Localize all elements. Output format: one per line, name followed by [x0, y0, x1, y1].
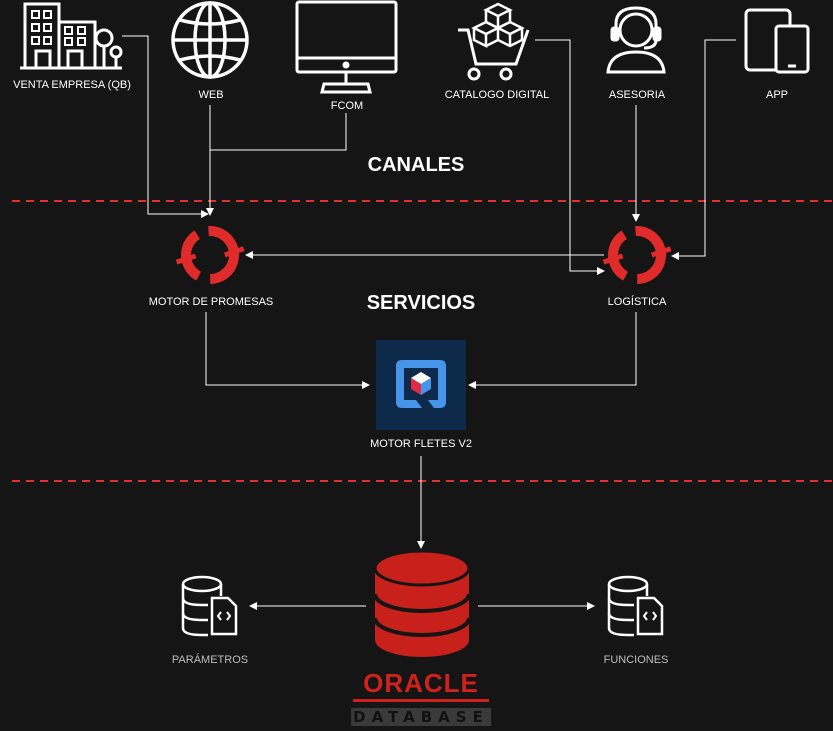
database-file-icon — [181, 575, 238, 637]
connectors — [122, 35, 736, 610]
oracle-logo-text: ORACLE — [363, 668, 479, 698]
label-venta-empresa: VENTA EMPRESA (QB) — [13, 79, 131, 91]
edge-catalogo-to-logistica — [535, 39, 605, 275]
label-funciones: FUNCIONES — [603, 654, 669, 666]
section-servicios: SERVICIOS — [366, 292, 476, 314]
shopping-cart-icon — [458, 2, 530, 81]
label-logistica: LOGÍSTICA — [607, 296, 667, 308]
openshift-icon — [175, 226, 245, 284]
label-parametros: PARÁMETROS — [171, 654, 249, 666]
headset-icon — [606, 6, 666, 74]
edge-promesas-to-fletes — [205, 312, 370, 389]
oracle-database-text: DATABASE — [351, 708, 491, 726]
globe-icon — [171, 1, 249, 79]
label-fcom: FCOM — [330, 100, 364, 112]
edge-venta-to-promesas — [122, 35, 209, 218]
label-asesoria: ASESORIA — [608, 89, 666, 101]
database-icon — [373, 549, 471, 657]
label-catalogo-digital: CATALOGO DIGITAL — [444, 89, 550, 101]
database-file-icon — [607, 575, 664, 637]
devices-icon — [744, 8, 810, 74]
monitor-icon — [295, 0, 398, 94]
label-motor-promesas: MOTOR DE PROMESAS — [148, 296, 274, 308]
edge-logistica-to-fletes — [468, 312, 637, 389]
label-app: APP — [765, 89, 789, 101]
oracle-logo-bar — [353, 699, 489, 702]
label-motor-fletes: MOTOR FLETES V2 — [370, 438, 472, 450]
quarkus-icon — [376, 340, 466, 430]
section-canales: CANALES — [367, 154, 465, 176]
edge-fcom-to-web — [210, 113, 347, 151]
edge-app-to-logistica — [671, 39, 736, 260]
building-icon — [20, 2, 123, 70]
openshift-icon — [602, 226, 672, 284]
label-web: WEB — [198, 89, 224, 101]
